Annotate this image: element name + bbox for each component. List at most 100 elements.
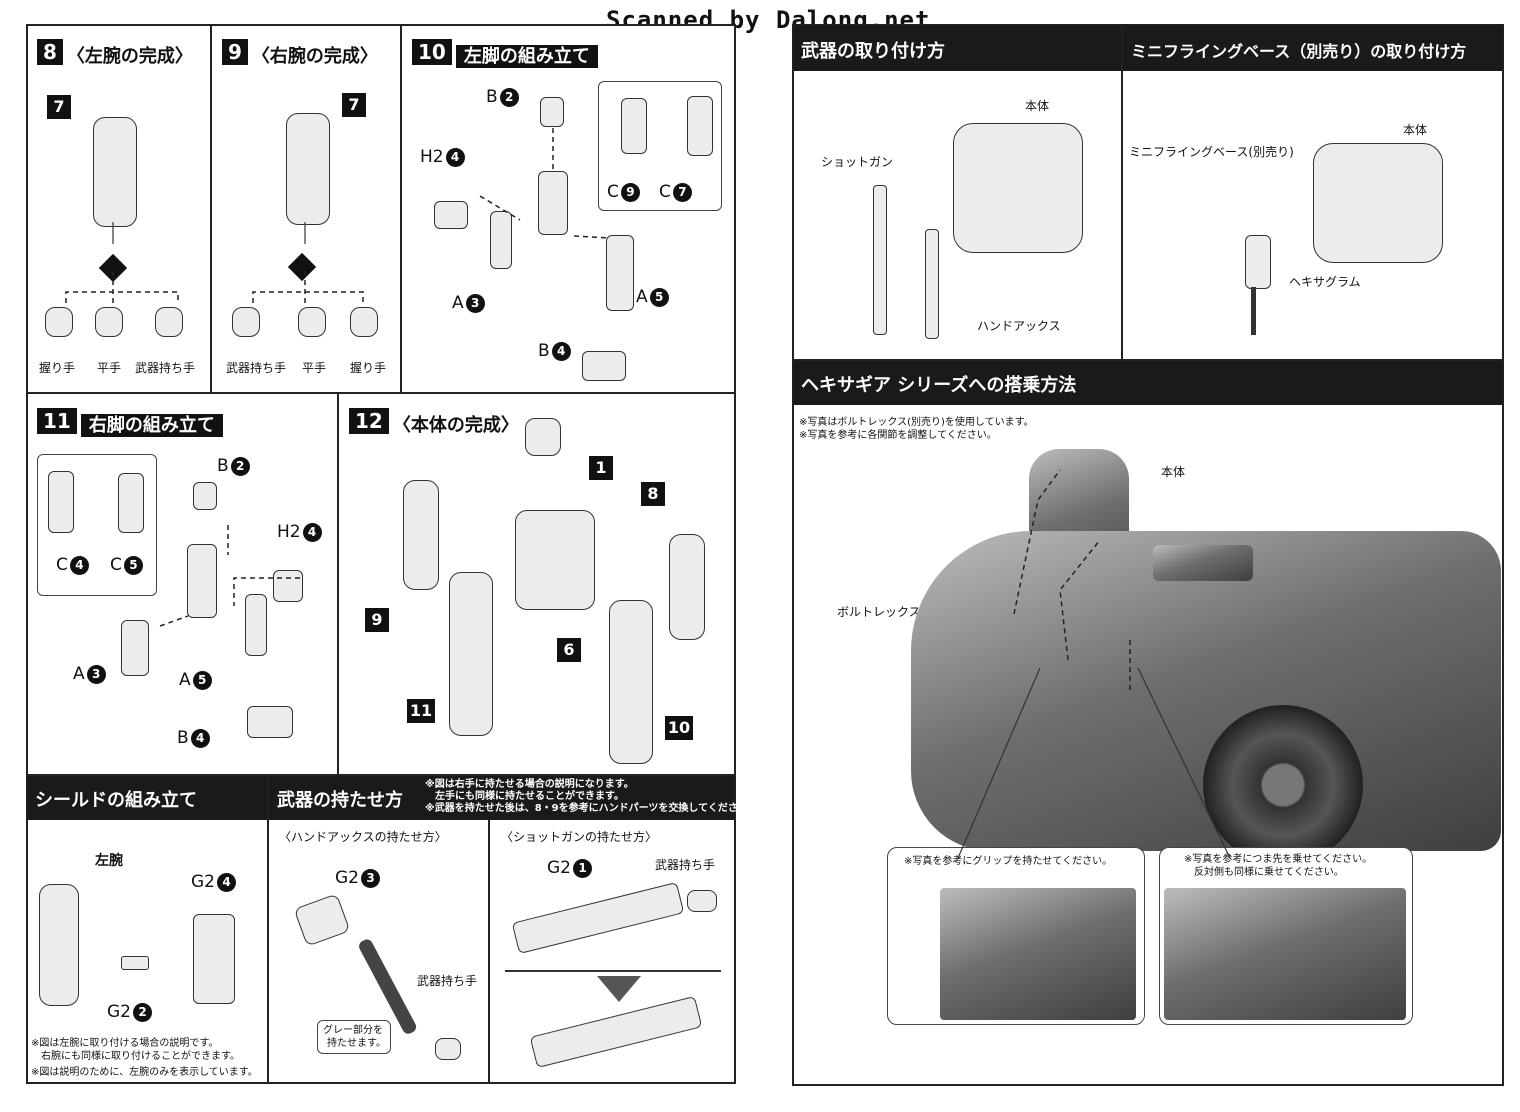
step-8-number: 8 [37, 39, 63, 65]
hexa-body-illustration [1313, 143, 1443, 263]
step-8-panel: 8〈左腕の完成〉 7 握り手 平手 武器持ち手 [27, 25, 212, 394]
step-9-title: 〈右腕の完成〉 [251, 45, 378, 67]
hand-label-weapon: 武器持ち手 [226, 361, 287, 375]
part-tag-7: 7 [342, 93, 366, 117]
left-arm-illustration [39, 884, 79, 1006]
part-tag-11: 11 [407, 699, 435, 723]
shield-part [193, 914, 235, 1004]
left-arm-illustration [93, 117, 137, 227]
grip-callout-line-1: グレー部分を [323, 1025, 383, 1036]
inset-left-caption: ※写真を参考にグリップを持たせてください。 [904, 856, 1113, 867]
thigh-frame-part [187, 544, 217, 618]
thigh-armor-part [434, 201, 468, 229]
weapon-hold-note-3: ※武器を持たせた後は、8・9を参考にハンドパーツを交換してください。 [425, 803, 758, 814]
left-arm-assembled [403, 480, 439, 590]
axe-hand-label: 武器持ち手 [417, 974, 478, 988]
armor-c5-part [118, 473, 144, 533]
step-9-panel: 9〈右腕の完成〉 7 武器持ち手 平手 握り手 [212, 25, 402, 394]
shin-armor-part [606, 235, 634, 311]
part-tag-6: 6 [557, 638, 581, 662]
shield-title: シールドの組み立て [27, 776, 267, 820]
inset-right-caption-2: 反対側も同様に乗せてください。 [1194, 867, 1344, 878]
left-arm-label: 左腕 [95, 853, 123, 869]
thigh-frame-part [538, 171, 568, 235]
flying-base-stand [1245, 235, 1271, 289]
step-divider-line [505, 970, 721, 972]
riding-panel: ヘキサギア シリーズへの搭乗方法 ※写真はボルトレックス(別売り)を使用していま… [793, 361, 1503, 1085]
step-8-title: 〈左腕の完成〉 [66, 45, 193, 67]
left-leg-assembled [609, 600, 653, 764]
step-9-number: 9 [222, 39, 248, 65]
shotgun-label: ショットガン [821, 155, 894, 169]
hand-label-open: 平手 [302, 361, 327, 375]
part-tag-9: 9 [365, 608, 389, 632]
shotgun-subtitle: 〈ショットガンの持たせ方〉 [501, 830, 658, 844]
inset-photo-left: ※写真を参考にグリップを持たせてください。 [887, 847, 1145, 1025]
riding-title: ヘキサギア シリーズへの搭乗方法 [793, 361, 1503, 405]
shield-note-1: ※図は左腕に取り付ける場合の説明です。 [31, 1038, 219, 1049]
right-leg-assembled [449, 572, 493, 736]
boltrex-wheel-photo [1203, 705, 1363, 865]
weapon-attach-title: 武器の取り付け方 [793, 25, 1121, 71]
step-10-title: 左脚の組み立て [455, 44, 598, 68]
step-12-title: 〈本体の完成〉 [392, 414, 519, 436]
step-12-panel: 12〈本体の完成〉 1 9 8 6 11 10 [339, 394, 735, 776]
fist-hand-icon [45, 307, 73, 337]
flying-base-panel: ミニフライングベース（別売り）の取り付け方 ミニフライングベース(別売り) 本体… [1123, 25, 1503, 361]
head-part [525, 418, 561, 456]
shield-note-3: ※図は説明のために、左腕のみを表示しています。 [31, 1067, 258, 1078]
lower-leg-part [245, 594, 267, 656]
hand-axe-label: ハンドアックス [977, 319, 1061, 333]
weapon-hold-panel: 武器の持たせ方 ※図は右手に持たせる場合の説明になります。 左手にも同様に持たせ… [269, 776, 758, 1083]
step-11-number: 11 [37, 408, 77, 434]
axe-subtitle: 〈ハンドアックスの持たせ方〉 [279, 830, 447, 844]
shin-armor-part [121, 620, 149, 676]
body-label: 本体 [1025, 99, 1050, 113]
riding-note-2: ※写真を参考に各関節を調整してください。 [799, 430, 997, 441]
shield-note-2: 右腕にも同様に取り付けることができます。 [31, 1051, 240, 1062]
right-arm-assembled [669, 534, 705, 640]
part-tag-8: 8 [641, 482, 665, 506]
inset-photo-right: ※写真を参考につま先を乗せてください。 反対側も同様に乗せてください。 [1159, 847, 1413, 1025]
foot-placement-photo [1164, 888, 1406, 1020]
armor-c9-part [621, 98, 647, 154]
step-11-title: 右脚の組み立て [80, 413, 223, 437]
weapon-hand-icon [232, 307, 260, 337]
step-10-number: 10 [412, 39, 452, 65]
part-tag-10: 10 [665, 716, 693, 740]
knee-joint-part [193, 482, 217, 510]
weapon-hold-title-bar: 武器の持たせ方 ※図は右手に持たせる場合の説明になります。 左手にも同様に持たせ… [269, 776, 758, 820]
part-tag-7: 7 [47, 95, 71, 119]
body-label: 本体 [1161, 465, 1186, 479]
grip-callout: グレー部分を 持たせます。 [317, 1020, 391, 1054]
flying-base-post [1251, 287, 1256, 335]
weapon-hand-icon [435, 1038, 461, 1060]
right-arm-illustration [286, 113, 330, 225]
thigh-armor-part [273, 570, 303, 602]
inset-right-caption-1: ※写真を参考につま先を乗せてください。 [1184, 854, 1373, 865]
boltrex-cannon-photo [1153, 545, 1253, 581]
weapon-hold-divider [488, 820, 490, 1083]
down-arrow-icon [597, 976, 641, 1002]
weapon-hand-icon [155, 307, 183, 337]
foot-part [247, 706, 293, 738]
hexa-body-illustration [953, 123, 1083, 253]
flying-base-title: ミニフライングベース（別売り）の取り付け方 [1123, 25, 1503, 71]
